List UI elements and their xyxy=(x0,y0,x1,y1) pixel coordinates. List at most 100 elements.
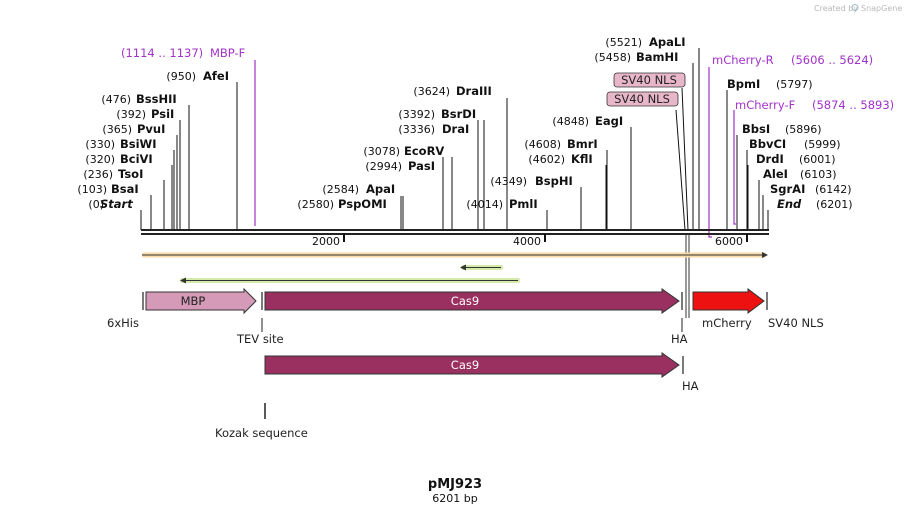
nls-site-boxes: SV40 NLS SV40 NLS xyxy=(606,72,686,107)
site-pos-draiii: (3624) xyxy=(413,85,450,98)
site-name-drdi[interactable]: DrdI xyxy=(756,152,784,166)
site-name-ecorv[interactable]: EcoRV xyxy=(404,144,444,158)
site-pos-bsrdi: (3392) xyxy=(398,108,435,121)
site-name-bcivi[interactable]: BciVI xyxy=(120,152,153,166)
site-name-psii[interactable]: PsiI xyxy=(151,107,174,121)
site-name-bsai[interactable]: BsaI xyxy=(111,182,139,196)
primer-name-mbp-f[interactable]: MBP-F xyxy=(210,46,245,60)
site-pos-bamhi: (5458) xyxy=(594,51,631,64)
feature-ha-b-label: HA xyxy=(682,379,699,393)
primer-labels: (1114 .. 1137) MBP-F mCherry-R (5606 .. … xyxy=(121,46,894,112)
feature-row-2: Cas9 HA xyxy=(264,352,699,393)
site-name-bamhi[interactable]: BamHI xyxy=(636,50,678,64)
site-name-bmri[interactable]: BmrI xyxy=(567,137,598,151)
ruler: 2000 4000 6000 xyxy=(312,234,748,248)
site-pos-ecorv: (3078) xyxy=(363,145,400,158)
feature-sv40-label: SV40 NLS xyxy=(768,316,824,330)
feature-his-label: 6xHis xyxy=(107,316,139,330)
site-name-bsshii[interactable]: BssHII xyxy=(136,92,177,106)
site-name-drai[interactable]: DraI xyxy=(442,122,469,136)
site-labels: (0) Start (103) BsaI (236) TsoI (320) Bc… xyxy=(77,35,852,211)
site-pos-tsoi: (236) xyxy=(83,168,113,181)
ruler-label-2000: 2000 xyxy=(312,235,340,248)
site-name-afei[interactable]: AfeI xyxy=(203,69,229,83)
site-name-bsrdi[interactable]: BsrDI xyxy=(441,107,476,121)
site-name-sgrai[interactable]: SgrAI xyxy=(770,182,805,196)
site-name-end[interactable]: End xyxy=(777,197,802,211)
site-pos-bsai: (103) xyxy=(77,183,107,196)
site-name-apali[interactable]: ApaLI xyxy=(649,35,686,49)
feature-mbp-arrow[interactable] xyxy=(145,287,257,315)
feature-cas9-b-arrow[interactable] xyxy=(264,352,680,378)
site-pos-kfli: (4602) xyxy=(528,153,565,166)
site-pos-apali: (5521) xyxy=(605,36,642,49)
site-pos-pasi: (2994) xyxy=(365,160,402,173)
site-pos-start: (0) xyxy=(88,198,104,211)
snapgene-logo-icon xyxy=(851,4,859,11)
site-name-bpmi[interactable]: BpmI xyxy=(727,77,760,91)
plasmid-length: 6201 bp xyxy=(432,492,477,505)
site-name-apai[interactable]: ApaI xyxy=(366,182,395,196)
nls-box-2-label: SV40 NLS xyxy=(614,92,670,106)
feature-mcherry-label: mCherry xyxy=(702,316,752,330)
orf-arrows[interactable] xyxy=(180,264,520,284)
backbone xyxy=(141,229,769,235)
primer-range-mcherry-f: (5874 .. 5893) xyxy=(812,98,894,112)
site-name-pasi[interactable]: PasI xyxy=(408,159,435,173)
site-name-tsoi[interactable]: TsoI xyxy=(118,167,143,181)
site-pos-bsphi: (4349) xyxy=(490,175,527,188)
site-name-pmli[interactable]: PmlI xyxy=(509,197,538,211)
snapgene-brand: Created by SnapGene xyxy=(814,4,902,13)
nls-box-2[interactable] xyxy=(606,91,679,107)
site-pos-drai: (3336) xyxy=(398,123,435,136)
primer-lines xyxy=(254,60,736,238)
site-name-bsphi[interactable]: BspHI xyxy=(535,174,573,188)
feature-cas9-b-label: Cas9 xyxy=(451,358,479,372)
insert-arrow-head-icon xyxy=(762,252,768,258)
feature-mbp-label: MBP xyxy=(181,294,206,308)
site-name-alei[interactable]: AleI xyxy=(763,167,788,181)
site-pos-drdi: (6001) xyxy=(799,153,836,166)
site-pos-bbvci: (5999) xyxy=(804,138,841,151)
site-pos-bbsi: (5896) xyxy=(785,123,822,136)
site-pos-psii: (392) xyxy=(116,108,146,121)
site-pos-bsshii: (476) xyxy=(101,93,131,106)
site-name-bbvci[interactable]: BbvCI xyxy=(749,137,786,151)
feature-mcherry-arrow[interactable] xyxy=(692,288,765,314)
feature-cas9-arrow[interactable] xyxy=(264,288,680,314)
primer-line-mcherry-r xyxy=(708,67,712,238)
site-name-eagi[interactable]: EagI xyxy=(595,114,623,128)
ruler-label-6000: 6000 xyxy=(715,235,743,248)
feature-row-3: Kozak sequence xyxy=(215,403,308,440)
site-name-bsiwi[interactable]: BsiWI xyxy=(120,137,157,151)
feature-tev-label: TEV site xyxy=(236,332,284,346)
feature-ha-label: HA xyxy=(671,332,688,346)
site-name-kfli[interactable]: KflI xyxy=(571,152,593,166)
ruler-label-4000: 4000 xyxy=(513,235,541,248)
site-pos-pspomi: (2580) xyxy=(297,198,334,211)
nls-box-1[interactable] xyxy=(613,72,686,88)
primer-line-mcherry-f xyxy=(733,110,736,225)
site-pos-end: (6201) xyxy=(816,198,853,211)
primer-range-mcherry-r: (5606 .. 5624) xyxy=(791,53,873,67)
site-name-pspomi[interactable]: PspOMI xyxy=(338,197,387,211)
site-pos-pvui: (365) xyxy=(102,123,132,136)
insert-line[interactable] xyxy=(142,252,768,258)
site-name-draiii[interactable]: DraIII xyxy=(456,84,492,98)
site-pos-afei: (950) xyxy=(166,70,196,83)
orf-arrow-long-head-icon xyxy=(180,277,186,284)
primer-name-mcherry-f[interactable]: mCherry-F xyxy=(735,98,795,112)
leader-line-nls-box-2 xyxy=(675,109,686,231)
plasmid-title-block: pMJ923 6201 bp xyxy=(428,477,482,505)
site-pos-alei: (6103) xyxy=(800,168,837,181)
site-pos-bcivi: (320) xyxy=(85,153,115,166)
site-name-start[interactable]: Start xyxy=(100,197,133,211)
site-pos-bpmi: (5797) xyxy=(776,78,813,91)
site-pos-apai: (2584) xyxy=(322,183,359,196)
site-pos-sgrai: (6142) xyxy=(815,183,852,196)
leader-line-nls-box-1 xyxy=(681,87,689,231)
site-name-pvui[interactable]: PvuI xyxy=(137,122,165,136)
primer-name-mcherry-r[interactable]: mCherry-R xyxy=(712,53,774,67)
site-name-bbsi[interactable]: BbsI xyxy=(742,122,770,136)
